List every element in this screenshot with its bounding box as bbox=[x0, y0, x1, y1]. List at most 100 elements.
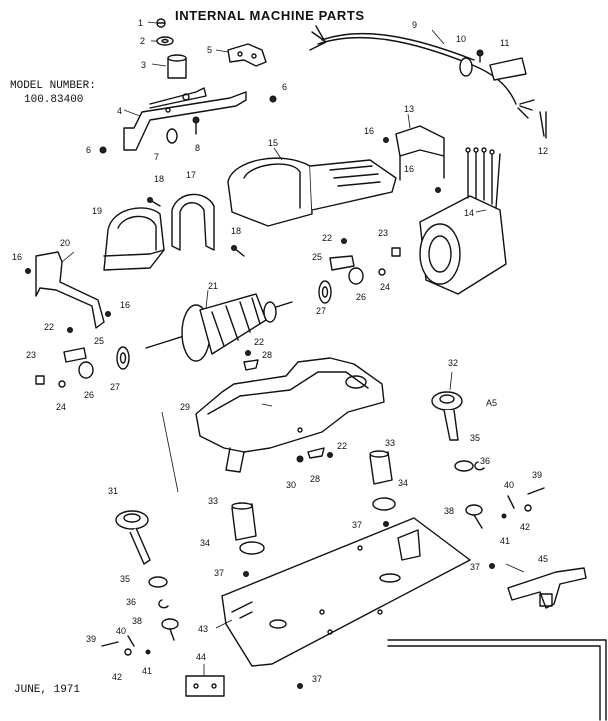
label-part-37-d: 37 bbox=[312, 674, 322, 684]
part-31-gear bbox=[115, 510, 151, 565]
label-part-44: 44 bbox=[196, 652, 206, 662]
label-part-25-b: 25 bbox=[94, 336, 104, 346]
part-33-bushings bbox=[231, 450, 393, 541]
label-part-15: 15 bbox=[268, 138, 278, 148]
label-part-31: 31 bbox=[108, 486, 118, 496]
part-26-bearings bbox=[78, 267, 364, 379]
label-part-32: 32 bbox=[448, 358, 458, 368]
label-part-12: 12 bbox=[538, 146, 548, 156]
label-part-18-a: 18 bbox=[154, 174, 164, 184]
label-part-37-a: 37 bbox=[352, 520, 362, 530]
label-part-38-b: 38 bbox=[132, 616, 142, 626]
label-part-41-b: 41 bbox=[142, 666, 152, 676]
label-part-42-b: 42 bbox=[112, 672, 122, 682]
part-24-springs bbox=[58, 268, 386, 388]
part-40-links bbox=[127, 495, 515, 647]
label-part-34-b: 34 bbox=[200, 538, 210, 548]
part-42-nuts bbox=[124, 504, 532, 656]
part-4-bracket bbox=[123, 87, 247, 151]
part-37-screws bbox=[243, 521, 495, 689]
label-part-26-a: 26 bbox=[356, 292, 366, 302]
part-12-wire-ends bbox=[539, 111, 547, 139]
label-part-22-c: 22 bbox=[254, 337, 264, 347]
part-28-clips bbox=[243, 359, 325, 459]
label-part-25-a: 25 bbox=[312, 252, 322, 262]
part-5-clip bbox=[227, 43, 267, 67]
part-27-bearing-races bbox=[116, 280, 332, 370]
part-16-screws bbox=[25, 137, 441, 317]
part-35-washers bbox=[148, 460, 474, 588]
label-part-28-a: 28 bbox=[262, 350, 272, 360]
part-8-screw bbox=[192, 116, 200, 135]
label-part-28-b: 28 bbox=[310, 474, 320, 484]
part-39-pins bbox=[101, 487, 545, 647]
label-part-17: 17 bbox=[186, 170, 196, 180]
label-part-5: 5 bbox=[207, 45, 212, 55]
part-14-motor-field bbox=[419, 147, 507, 295]
label-part-30: 30 bbox=[286, 480, 296, 490]
label-part-6-upper: 6 bbox=[282, 82, 287, 92]
part-1-screw bbox=[156, 18, 166, 28]
label-part-41-a: 41 bbox=[500, 536, 510, 546]
part-23-brush-caps bbox=[35, 247, 401, 385]
model-number-label: MODEL NUMBER: bbox=[10, 80, 96, 92]
label-part-36-a: 36 bbox=[480, 456, 490, 466]
label-part-1: 1 bbox=[138, 18, 143, 28]
part-36-e-rings bbox=[158, 461, 485, 609]
part-7-washer bbox=[166, 128, 178, 144]
label-part-23-a: 23 bbox=[378, 228, 388, 238]
label-part-16-a: 16 bbox=[364, 126, 374, 136]
part-22-screws bbox=[67, 238, 347, 458]
label-part-22-a: 22 bbox=[322, 233, 332, 243]
label-part-21: 21 bbox=[208, 281, 218, 291]
label-part-11: 11 bbox=[500, 38, 509, 48]
label-part-26-b: 26 bbox=[84, 390, 94, 400]
part-3-bushing bbox=[167, 54, 187, 79]
label-part-8: 8 bbox=[195, 143, 200, 153]
part-17-baffle bbox=[171, 193, 215, 251]
label-part-40-b: 40 bbox=[116, 626, 126, 636]
part-43-base-plate bbox=[221, 517, 471, 667]
label-part-40-a: 40 bbox=[504, 480, 514, 490]
label-part-39-b: 39 bbox=[86, 634, 96, 644]
page-title: INTERNAL MACHINE PARTS bbox=[175, 8, 365, 23]
part-32-gear bbox=[431, 391, 463, 441]
label-part-35-a: 35 bbox=[470, 433, 480, 443]
label-part-16-c: 16 bbox=[12, 252, 22, 262]
part-15-motor-housing bbox=[227, 157, 397, 227]
model-number-value: 100.83400 bbox=[24, 94, 84, 106]
label-part-43: 43 bbox=[198, 624, 208, 634]
part-18-screws bbox=[147, 197, 245, 257]
revision-date: JUNE, 1971 bbox=[14, 684, 81, 696]
label-part-37-c: 37 bbox=[470, 562, 480, 572]
label-part-33-b: 33 bbox=[208, 496, 218, 506]
label-part-24-b: 24 bbox=[56, 402, 66, 412]
part-21-armature bbox=[145, 293, 293, 362]
label-part-16-d: 16 bbox=[120, 300, 130, 310]
part-38-levers bbox=[161, 504, 483, 641]
label-part-36-b: 36 bbox=[126, 597, 136, 607]
label-part-13: 13 bbox=[404, 104, 414, 114]
part-11-strain-relief bbox=[489, 57, 527, 81]
label-part-34-a: 34 bbox=[398, 478, 408, 488]
part-13-brush-holder bbox=[395, 125, 445, 181]
label-part-37-b: 37 bbox=[214, 568, 224, 578]
label-part-24-a: 24 bbox=[380, 282, 390, 292]
part-10-screw bbox=[476, 49, 484, 63]
part-6-nut bbox=[99, 95, 277, 154]
label-part-23-b: 23 bbox=[26, 350, 36, 360]
label-part-9: 9 bbox=[412, 20, 417, 30]
label-part-35-b: 35 bbox=[120, 574, 130, 584]
label-part-22-b: 22 bbox=[44, 322, 54, 332]
part-29-gear-case bbox=[195, 357, 385, 473]
label-part-7: 7 bbox=[154, 152, 159, 162]
label-part-6-lower: 6 bbox=[86, 145, 91, 155]
label-part-10: 10 bbox=[456, 34, 466, 44]
part-19-fan-housing bbox=[103, 207, 165, 271]
part-44-plate bbox=[185, 675, 225, 697]
part-30-screw bbox=[296, 455, 304, 463]
label-part-39-a: 39 bbox=[532, 470, 542, 480]
part-25-brush-holders bbox=[63, 255, 355, 363]
